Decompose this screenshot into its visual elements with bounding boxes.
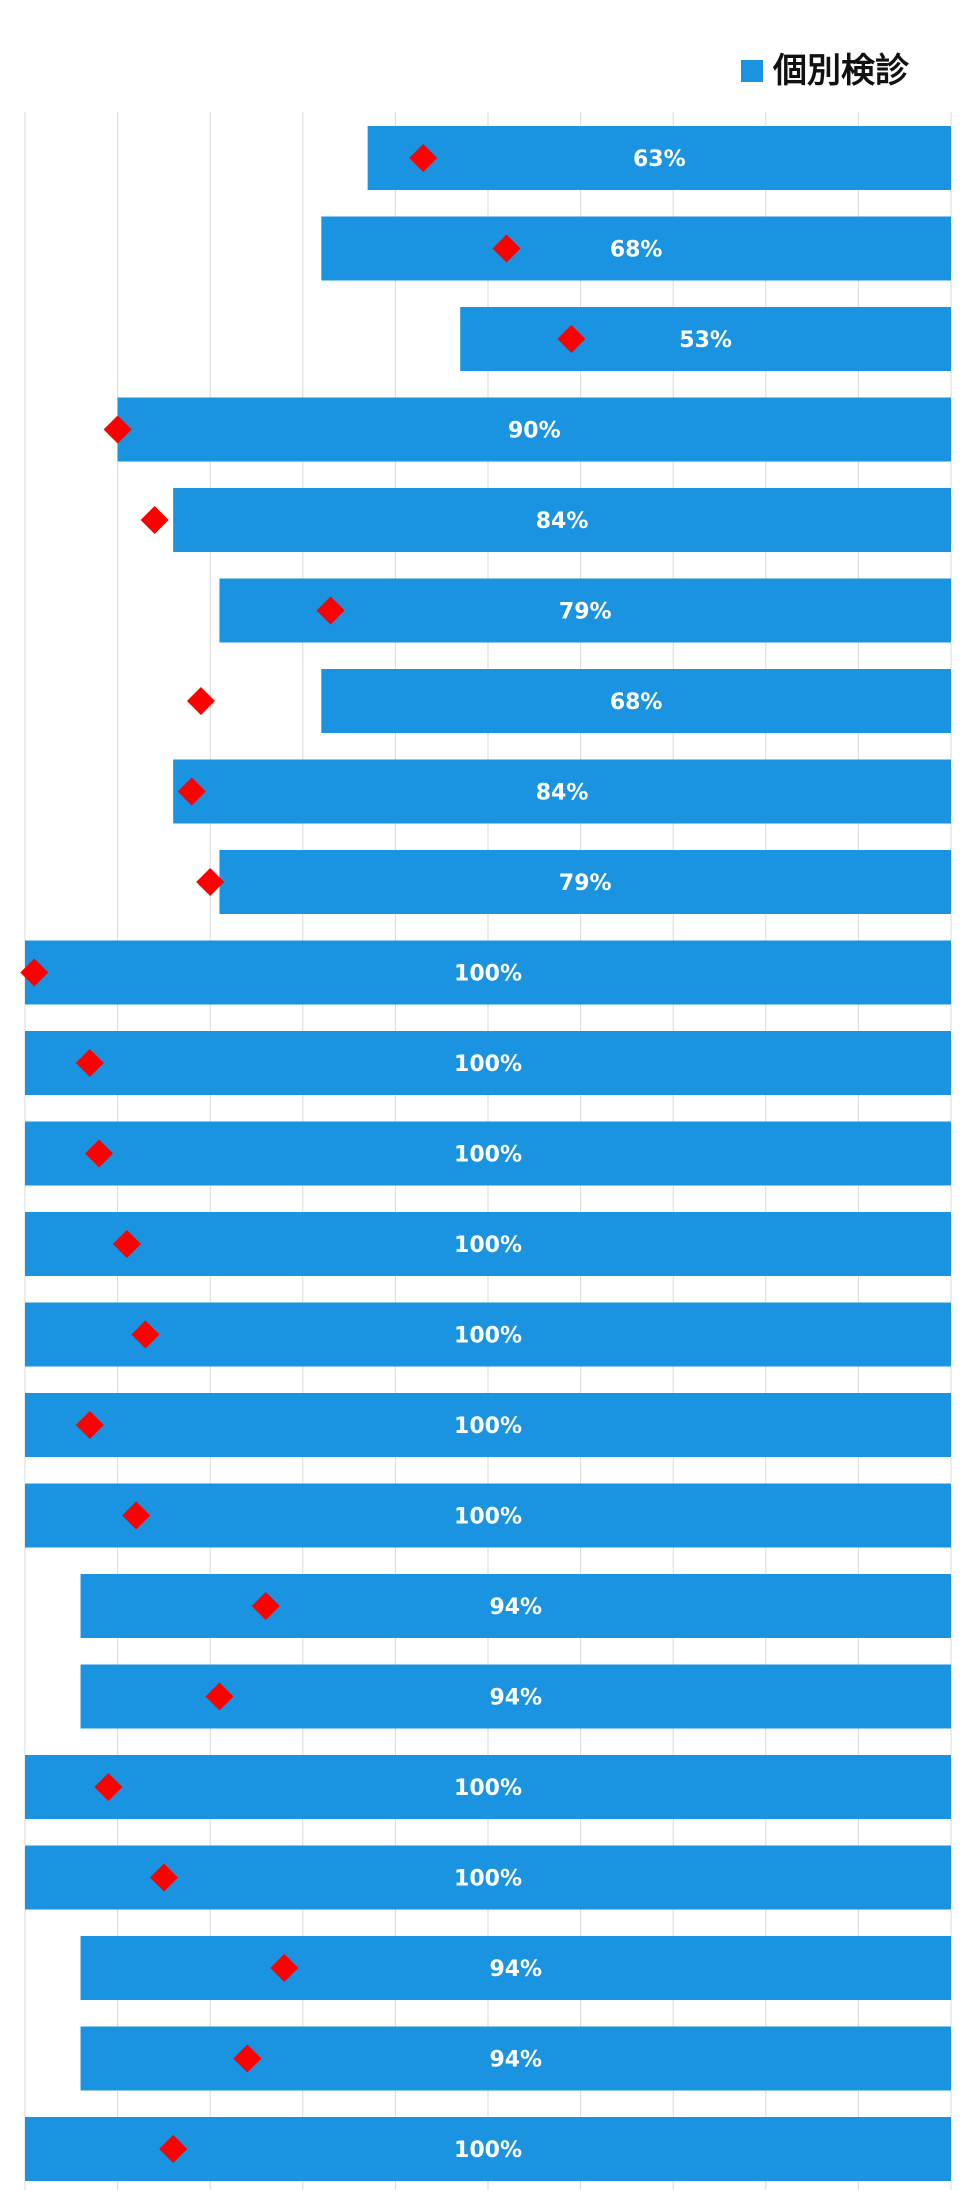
diamond-markers [20, 144, 586, 2163]
bar [173, 488, 951, 552]
bar [321, 216, 951, 281]
bar [25, 1755, 951, 1819]
diamond-marker [251, 1592, 280, 1620]
bar [460, 307, 951, 371]
diamond-marker [75, 1411, 104, 1439]
diamond-marker [20, 958, 49, 987]
bar-value-label: 100% [454, 1324, 522, 1349]
diamond-marker [196, 868, 225, 896]
legend-label: 個別検診 [772, 51, 910, 91]
diamond-marker [94, 1773, 123, 1801]
bar [25, 1393, 951, 1457]
bar [80, 1936, 951, 2000]
diamond-marker [177, 777, 206, 806]
bar [25, 1212, 951, 1276]
bar [25, 940, 951, 1005]
diamond-marker [270, 1954, 299, 1982]
bar-value-label: 79% [559, 871, 612, 896]
diamond-marker [112, 1230, 141, 1258]
bar [80, 1574, 951, 1638]
bar [367, 126, 951, 190]
bar [25, 1031, 951, 1095]
bar [25, 1483, 951, 1548]
diamond-marker [85, 1139, 114, 1168]
bar-value-label: 100% [454, 1414, 522, 1439]
diamond-marker [140, 506, 169, 534]
bar-value-label: 90% [508, 419, 561, 444]
bar-value-label: 100% [454, 1505, 522, 1530]
bar [25, 1845, 951, 1910]
bar-value-label: 100% [454, 1233, 522, 1258]
bar-value-label: 100% [454, 1143, 522, 1168]
diamond-marker [205, 1682, 234, 1711]
bar-value-label: 94% [489, 1686, 542, 1711]
diamond-marker [149, 1863, 178, 1892]
bar-value-label: 100% [454, 1776, 522, 1801]
diamond-marker [159, 2135, 188, 2163]
bar-value-label: 68% [610, 690, 663, 715]
bar-value-label: 84% [536, 509, 589, 534]
diamond-marker [186, 687, 215, 715]
bar-value-label: 53% [679, 328, 732, 353]
diamond-marker [131, 1320, 160, 1349]
bar [173, 759, 951, 824]
bar-value-label: 94% [489, 2048, 542, 2073]
bar-value-label: 84% [536, 781, 589, 806]
diamond-marker [75, 1049, 104, 1077]
bar [25, 1121, 951, 1186]
bar [25, 1302, 951, 1367]
legend: 個別検診 [741, 51, 910, 91]
bar [117, 397, 952, 462]
bar-value-label: 100% [454, 962, 522, 987]
bar [219, 850, 951, 914]
diamond-marker [557, 325, 586, 353]
bar-value-label: 68% [610, 238, 663, 263]
diamond-marker [122, 1501, 151, 1530]
diamond-marker [409, 144, 438, 172]
diamond-marker [233, 2044, 262, 2073]
bar-value-label: 63% [633, 147, 686, 172]
bar-value-label: 100% [454, 2138, 522, 2163]
diamond-marker [316, 596, 345, 625]
bar-value-label: 94% [489, 1595, 542, 1620]
diamond-marker [103, 415, 132, 444]
bar-value-label: 100% [454, 1867, 522, 1892]
bar-value-label: 94% [489, 1957, 542, 1982]
bar-value-label: 79% [559, 600, 612, 625]
bar [80, 2026, 951, 2091]
bar [321, 669, 951, 733]
bar-value-label: 100% [454, 1052, 522, 1077]
diamond-marker [492, 234, 521, 263]
legend-swatch-icon [741, 60, 763, 82]
